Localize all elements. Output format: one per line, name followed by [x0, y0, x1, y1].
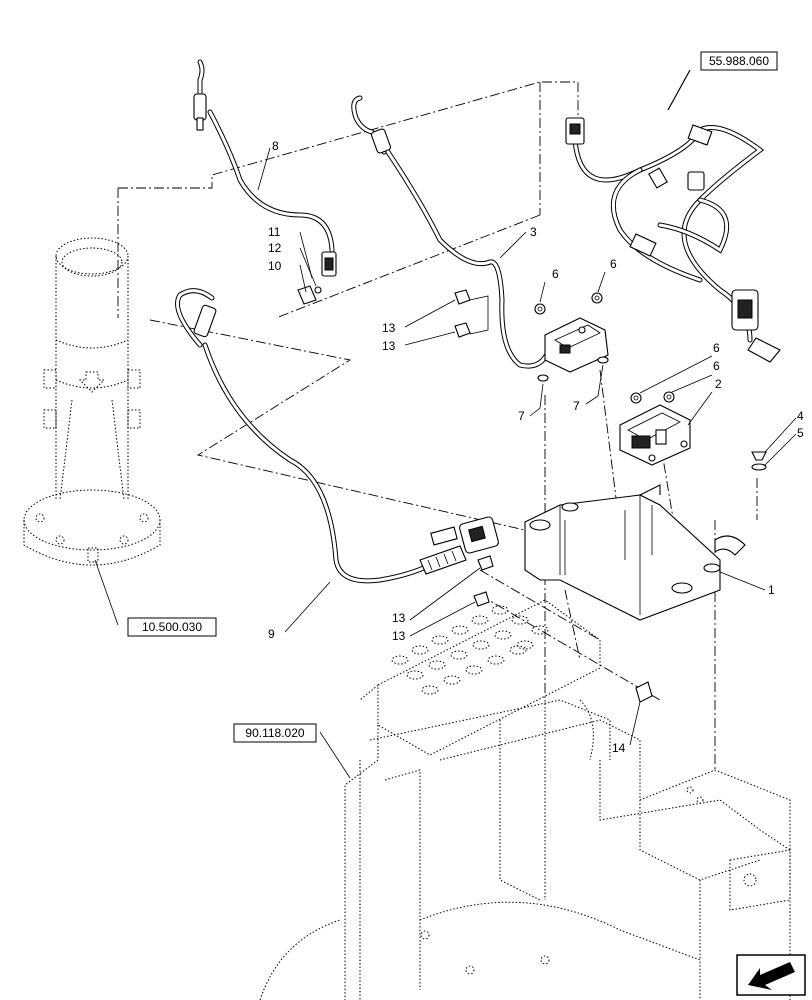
callout-6-b: 6	[610, 257, 617, 271]
reference-label-harness: 55.988.060	[709, 54, 769, 68]
callout-7-a: 7	[518, 409, 525, 423]
exhaust-pipe	[23, 237, 161, 566]
bracket-1	[524, 484, 746, 621]
callout-13-c: 13	[392, 611, 406, 625]
callout-4: 4	[797, 409, 804, 423]
callout-6-a: 6	[552, 267, 559, 281]
callout-8: 8	[272, 139, 279, 153]
callout-10: 10	[268, 259, 282, 273]
callout-labels: 1 2 3 4 5 6 6 6 6 7 7 8 9 10 11 12 13 13…	[268, 139, 804, 755]
reference-label-exhaust: 10.500.030	[142, 620, 202, 634]
sensor-cable-9	[175, 288, 499, 584]
main-harness	[565, 117, 781, 363]
sensor-cable-8	[193, 59, 337, 305]
leader-ref-harness	[667, 69, 691, 111]
callout-1: 1	[768, 583, 775, 597]
reference-box-harness[interactable]: 55.988.060	[700, 51, 778, 71]
callout-6-d: 6	[713, 359, 720, 373]
control-module	[544, 317, 609, 373]
reference-box-frame[interactable]: 90.118.020	[233, 723, 317, 743]
module-2	[619, 404, 691, 466]
arrow-icon[interactable]	[736, 954, 806, 996]
engine-frame	[259, 599, 791, 1000]
callout-12: 12	[268, 241, 282, 255]
callout-9: 9	[268, 627, 275, 641]
callout-14: 14	[612, 741, 626, 755]
callout-3: 3	[530, 225, 537, 239]
callout-7-b: 7	[573, 399, 580, 413]
callout-2: 2	[715, 377, 722, 391]
leader-lines	[94, 147, 797, 779]
callout-11: 11	[268, 225, 281, 239]
callout-13-b: 13	[382, 339, 396, 353]
sensor-cable-3	[351, 95, 551, 369]
reference-label-frame: 90.118.020	[245, 726, 304, 740]
callout-13-d: 13	[392, 629, 406, 643]
callout-13-a: 13	[382, 321, 396, 335]
hardware-parts	[454, 289, 767, 703]
callout-5: 5	[797, 426, 804, 440]
callout-6-c: 6	[713, 341, 720, 355]
reference-box-exhaust[interactable]: 10.500.030	[127, 617, 217, 637]
